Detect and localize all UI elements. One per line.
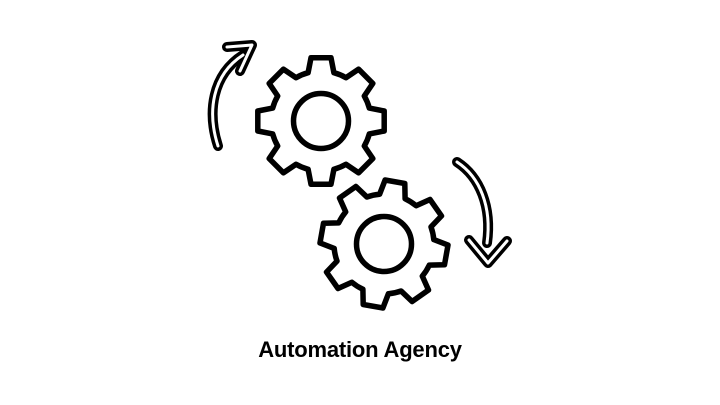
gear-top-icon bbox=[255, 55, 387, 187]
curved-arrow-down-icon bbox=[452, 157, 512, 268]
curved-arrow-up-icon bbox=[207, 40, 257, 151]
gear-bottom-icon bbox=[317, 177, 451, 311]
brand-label: Automation Agency bbox=[258, 337, 462, 362]
